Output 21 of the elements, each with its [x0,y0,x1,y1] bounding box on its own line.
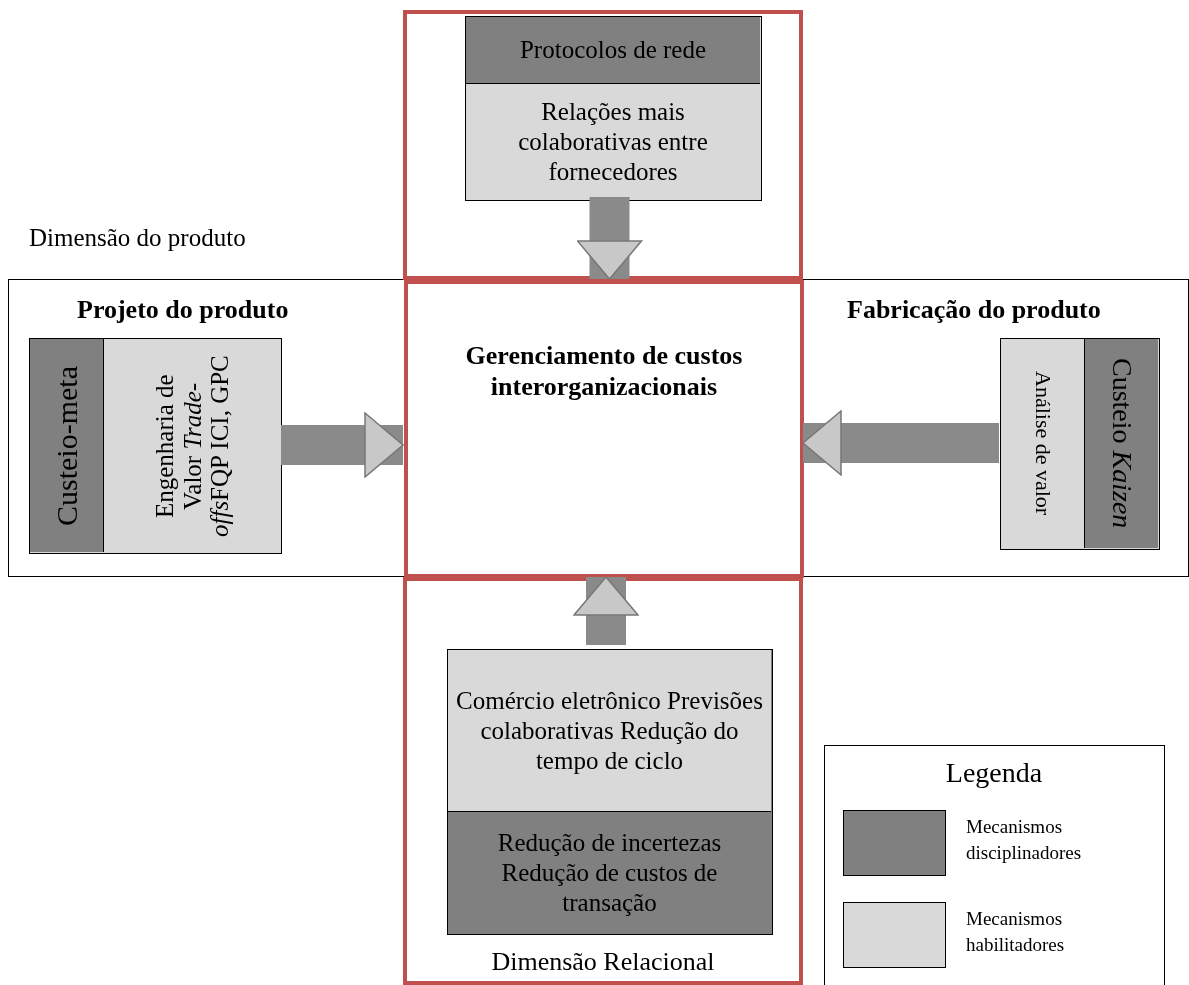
legend-text: Mecanismos habilitadores [966,907,1066,957]
region-frame [403,577,803,985]
central-frame [404,280,804,578]
mechanism-label: Comércio eletrônico Previsões colaborativas Redução do tempo de ciclo [448,650,771,812]
legend-text: Mecanismos disciplinadores [966,815,1083,865]
mechanism-box [447,649,773,935]
legend-title: Legenda [944,757,1044,789]
block-arrow [281,412,404,478]
section-heading: Projeto do produto [77,295,289,325]
section-heading: Fabricação do produto [847,295,1101,325]
region-frame [403,10,803,280]
mechanism-label: Custeio Kaizen [1085,339,1158,548]
block-arrow [576,197,643,280]
block-arrow [573,576,639,645]
mechanism-box [465,16,762,201]
mechanism-label: Protocolos de rede [466,17,760,84]
band-heading: Dimensão do produto [29,224,246,252]
mechanism-label: Custeio-meta [30,339,104,552]
region-title: Dimensão Relacional [490,947,716,977]
central-label: Gerenciamento de custos interorganizacionais [464,339,744,403]
block-arrow [802,410,999,476]
